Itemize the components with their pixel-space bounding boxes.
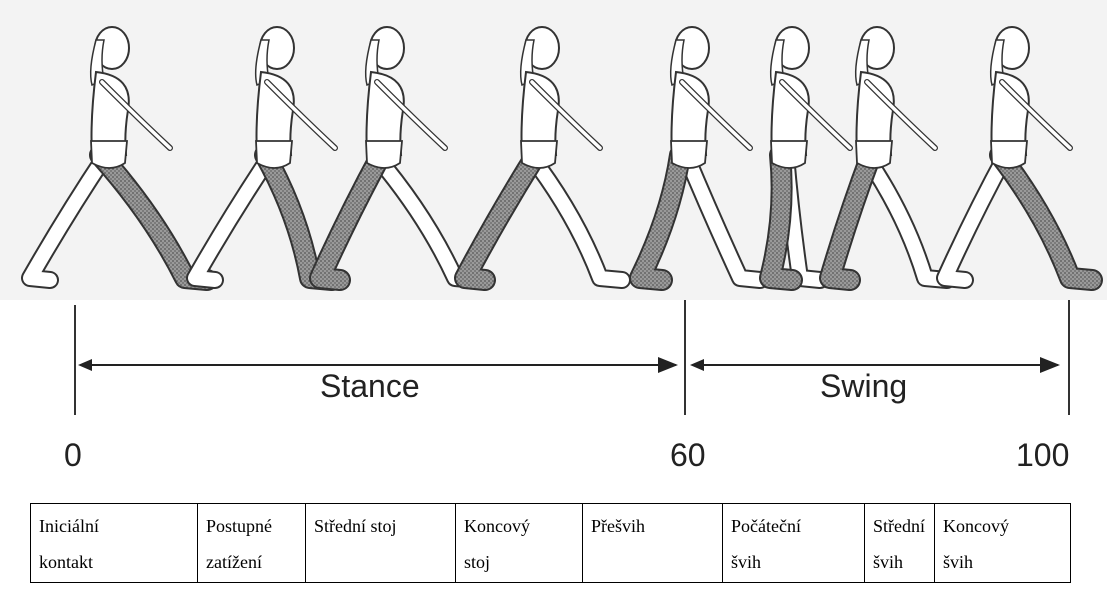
phase-cell-mid-stance: Střední stoj — [306, 504, 456, 583]
figure-shorts — [366, 141, 402, 168]
figure-shorts — [771, 141, 807, 168]
figure-shorts — [856, 141, 892, 168]
figure-shaded-leg-fill — [320, 155, 381, 280]
figure-shorts — [991, 141, 1027, 168]
tick-label-60: 60 — [670, 437, 706, 473]
figure-leg-fill — [945, 155, 1006, 280]
stance-label: Stance — [320, 368, 420, 404]
figure-leg-fill — [195, 155, 271, 280]
figure-shaded-leg-fill — [830, 155, 871, 280]
figure-leg-fill — [30, 155, 106, 280]
figure-leg-fill — [865, 155, 947, 280]
walking-figures — [30, 27, 1092, 280]
tick-label-0: 0 — [64, 437, 82, 473]
figure-shorts — [671, 141, 707, 168]
tick-label-100: 100 — [1016, 437, 1069, 473]
figure-shaded-leg-fill — [100, 155, 207, 280]
figure-shorts — [521, 141, 557, 168]
figure-leg-fill — [530, 155, 622, 280]
stance-arrow-left-head — [78, 359, 92, 371]
swing-arrow-left-head — [690, 359, 704, 371]
swing-label: Swing — [820, 368, 907, 404]
figure-shaded-leg-fill — [640, 155, 680, 280]
figure-shorts — [91, 141, 127, 168]
figure-shorts — [256, 141, 292, 168]
figure-shaded-leg-fill — [1000, 155, 1092, 280]
gait-diagram: Stance Swing 0 60 100 — [0, 0, 1107, 500]
figure-shaded-leg-fill — [465, 155, 536, 280]
phase-cell-pre-swing: Přešvih — [583, 504, 723, 583]
